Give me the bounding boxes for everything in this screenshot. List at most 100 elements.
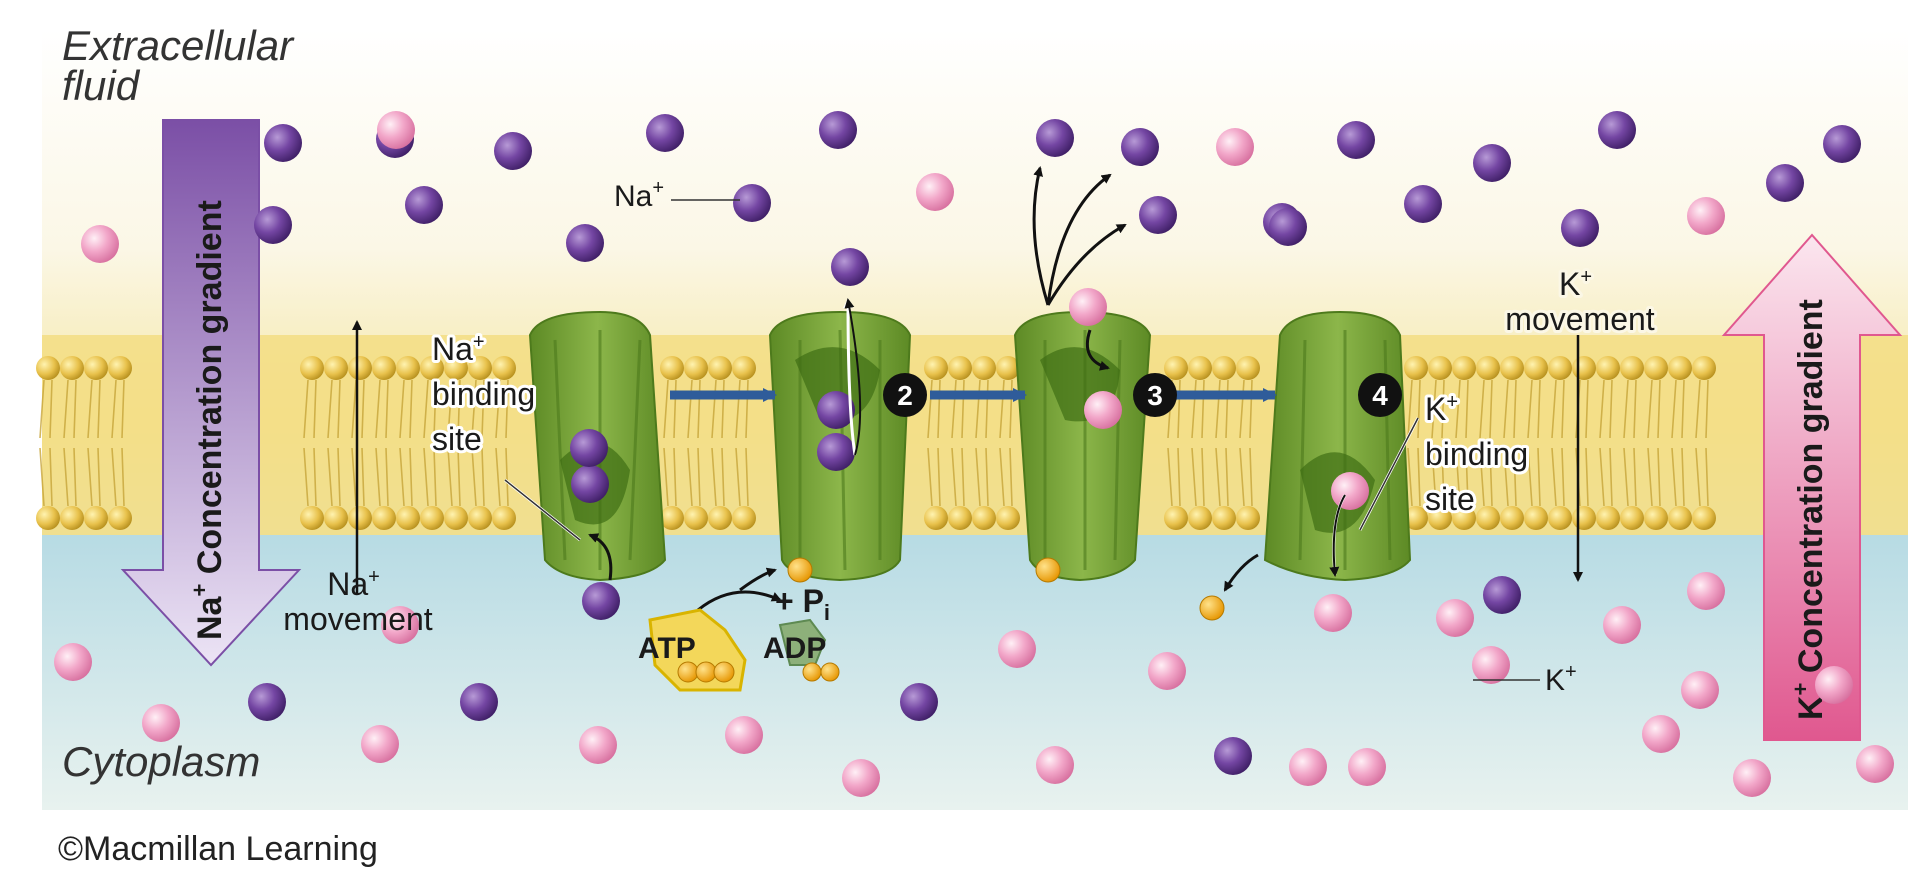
lipid-head [492,356,516,380]
k-ion [1687,197,1725,235]
lipid-head [348,356,372,380]
lipid-tail [327,447,341,507]
k-import-arrow-dark [1329,494,1346,577]
lipid-tail [735,379,749,439]
lipid-head [1236,356,1260,380]
na-ion [900,683,938,721]
lipid-head [1164,356,1188,380]
na-ion [1139,196,1177,234]
k-ion [1069,288,1107,326]
phosphate [1199,595,1225,621]
svg-text:Na+ binding site: Na+ binding site [432,319,544,457]
na-ion [1337,121,1375,159]
lipid-tail [423,379,437,439]
pump-stage-3 [1013,310,1152,582]
k-ion [1289,748,1327,786]
lipid-head [36,506,60,530]
k-binding-leader [1359,417,1419,531]
lipid-tail [1695,379,1709,439]
lipid-head [300,506,324,530]
lipid-head [1668,356,1692,380]
lipid-head [372,506,396,530]
lipid-head [1524,506,1548,530]
lipid-head [1668,506,1692,530]
lipid-tail [1599,379,1613,439]
lipid-tail [39,447,53,507]
lipid-tail [951,379,965,439]
na-ion [494,132,532,170]
lipid-head [1644,356,1668,380]
lipid-head [84,506,108,530]
k-ion [842,759,880,797]
step-badge-2: 2 [883,373,927,417]
phosphate [1035,557,1061,583]
lipid-tail [927,379,941,439]
k-ion-label: K+ [1545,661,1577,697]
lipid-tail [1647,447,1661,507]
ion-release-arrows [588,166,1259,612]
lipid-tail [1599,447,1613,507]
k-ion [1314,594,1352,632]
k-ion [1733,759,1771,797]
lipid-tail [375,447,389,507]
lipid-tail [1551,447,1565,507]
lipid-head [972,506,996,530]
lipid-head [1428,356,1452,380]
lipid-head [1548,356,1572,380]
lipid-tail [63,447,77,507]
k-ion [916,173,954,211]
k-ion [1856,745,1894,783]
k-ion [1642,715,1680,753]
na-ion [582,582,620,620]
lipid-head [1476,506,1500,530]
lipid-tail [1407,379,1421,439]
lipid-tail [999,379,1013,439]
lipid-tail [375,379,389,439]
lipid-head [108,506,132,530]
lipid-head [36,356,60,380]
lipid-tail [1623,379,1637,439]
lipid-head [924,356,948,380]
lipid-tail [111,379,125,439]
k-ion [1348,748,1386,786]
cytoplasm-label: Cytoplasm [62,738,260,785]
lipid-head [708,506,732,530]
na-binding-site-label: Na+ binding site [429,319,544,460]
lipid-tail [1455,379,1469,439]
lipid-head [1212,356,1236,380]
na-ion [405,186,443,224]
lipid-tail [1503,379,1517,439]
lipid-head [684,506,708,530]
lipid-head [1596,356,1620,380]
lipid-head [1188,506,1212,530]
na-gradient-label: Na+ Concentration gradient [187,200,229,640]
lipid-tail [951,447,965,507]
lipid-tail [1455,447,1469,507]
step-number-4: 4 [1372,380,1388,411]
lipid-head [1404,506,1428,530]
k-ion [1036,746,1074,784]
lipid-head [1452,356,1476,380]
lipid-tail [471,447,485,507]
lipid-head [1428,506,1452,530]
k-ion [1687,572,1725,610]
lipid-head [348,506,372,530]
lipid-tail [1239,447,1253,507]
lipid-tail [927,447,941,507]
na-ion [1483,576,1521,614]
na-ion [248,683,286,721]
na-ion [1121,128,1159,166]
lipid-head [1644,506,1668,530]
lipid-tail [663,447,677,507]
lipid-head [60,506,84,530]
ions [54,111,1894,797]
lipid-head [324,356,348,380]
k-ion [361,725,399,763]
k-ion [725,716,763,754]
lipid-tail [999,447,1013,507]
lipid-head [372,356,396,380]
lipid-tail [1191,379,1205,439]
lipid-tail [1671,379,1685,439]
